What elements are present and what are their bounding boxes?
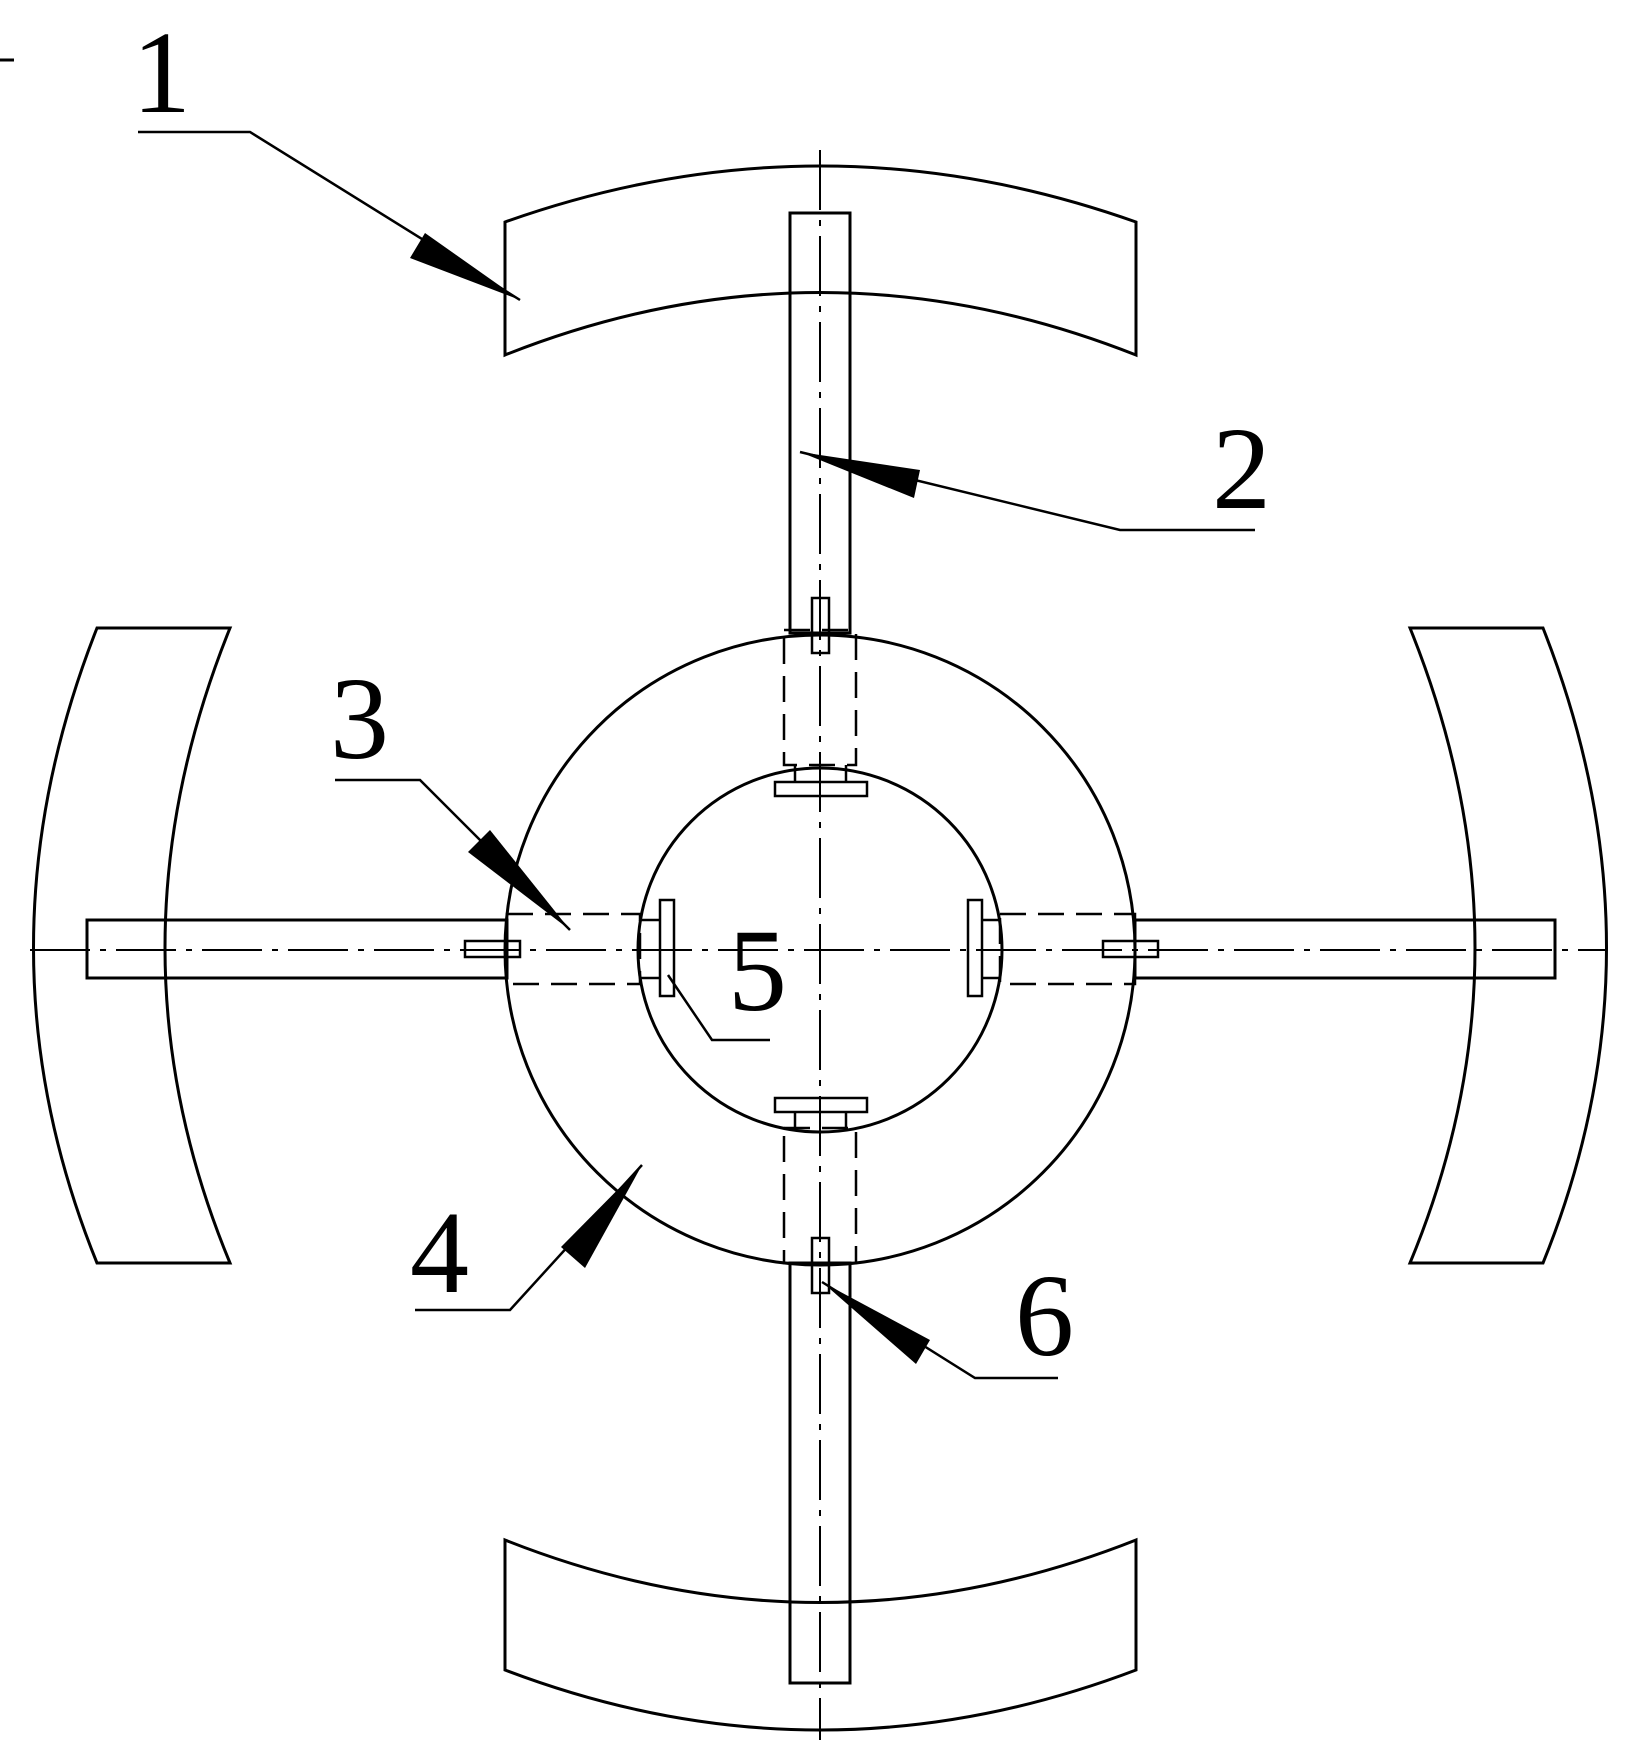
arm-right-key (1101, 939, 1160, 959)
label-6: 6 (1015, 1250, 1074, 1381)
label-1: 1 (132, 7, 191, 138)
inner-hub-circle (636, 766, 1004, 1134)
arrowhead-3 (468, 830, 570, 930)
arm-bottom-flange (773, 1096, 869, 1114)
blade-top (503, 164, 1138, 358)
arm-left-flange (658, 898, 676, 998)
arm-top (788, 211, 852, 635)
label-5: 5 (728, 905, 787, 1036)
label-3: 3 (330, 653, 389, 784)
blade-bottom (503, 1537, 1138, 1732)
arm-right-hidden-section (998, 912, 1137, 986)
arm-bottom-key (810, 1236, 831, 1295)
arm-left-hidden-section (505, 912, 642, 986)
arrowhead-6 (822, 1282, 930, 1364)
leader-5 (666, 974, 770, 1042)
arm-top-key (810, 596, 831, 655)
arm-bottom-hidden-section (782, 1126, 858, 1265)
arm-right-flange (966, 898, 984, 998)
arm-top-flange (773, 780, 869, 798)
arrowhead-4 (561, 1165, 642, 1268)
arm-left-key (463, 939, 522, 959)
arrowhead-2 (800, 452, 920, 498)
label-4: 4 (410, 1187, 469, 1318)
arrowhead-1 (410, 233, 520, 300)
leader-3 (335, 778, 571, 931)
arm-left (85, 918, 509, 980)
blade-left (32, 626, 233, 1265)
blade-right (1407, 626, 1608, 1265)
arm-top-hidden-section (782, 628, 858, 767)
label-2: 2 (1212, 403, 1271, 534)
